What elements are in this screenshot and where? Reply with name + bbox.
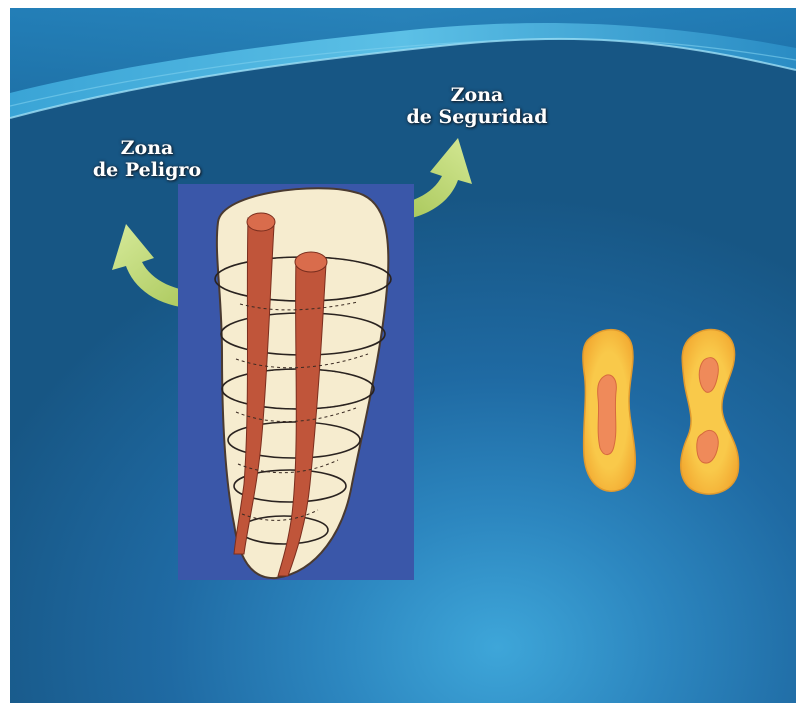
root-cross-section-2-icon — [676, 326, 748, 500]
root-cross-section-1-icon — [576, 326, 646, 498]
danger-zone-label: Zona de Peligro — [82, 137, 212, 181]
danger-zone-label-line2: de Peligro — [82, 159, 212, 181]
safety-zone-label-line2: de Seguridad — [402, 106, 552, 128]
safety-zone-label-line1: Zona — [402, 84, 552, 106]
slide: Zona de Peligro Zona de Seguridad — [10, 8, 796, 703]
safety-zone-label: Zona de Seguridad — [402, 84, 552, 128]
mesial-root-illustration — [178, 184, 414, 580]
danger-zone-label-line1: Zona — [82, 137, 212, 159]
